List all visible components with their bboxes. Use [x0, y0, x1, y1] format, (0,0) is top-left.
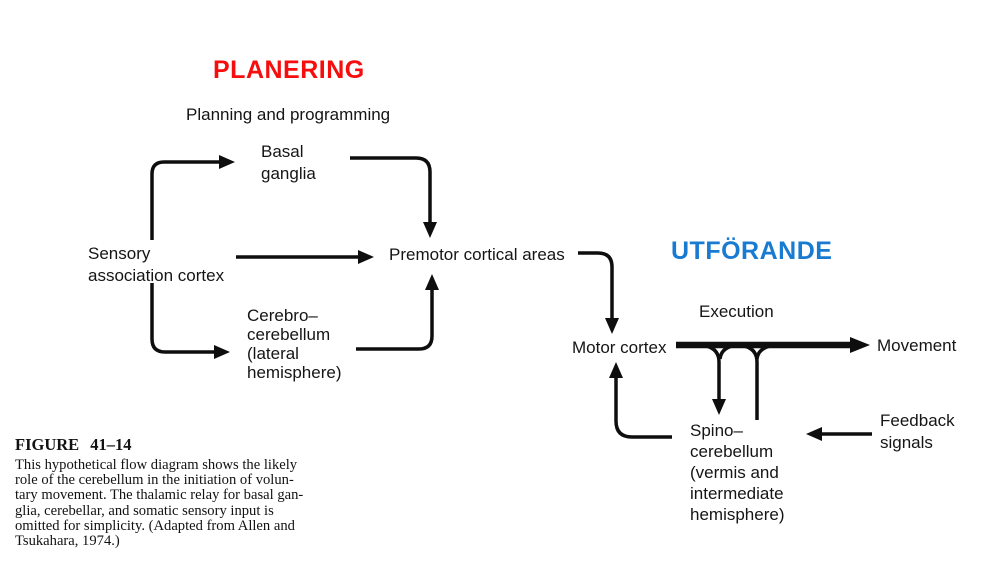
- node-spinocerebellum: Spino– cerebellum (vermis and intermedia…: [690, 421, 785, 524]
- execution-phase-heading: UTFÖRANDE: [671, 237, 833, 265]
- figure-caption: FIGURE 41–14 This hypothetical flow diag…: [15, 435, 375, 549]
- arrow-motor-output-to-spinocerebellum: [705, 344, 726, 415]
- figure-caption-body: This hypothetical flow diagram shows the…: [15, 457, 304, 550]
- arrow-sensory-to-cerebrocerebellum: [150, 283, 230, 359]
- node-basal-ganglia: Basal ganglia: [261, 142, 316, 183]
- planning-phase-heading: PLANERING: [213, 56, 365, 84]
- funnel-flare-right-branch: [755, 344, 771, 360]
- arrow-premotor-to-motor-cortex: [578, 251, 619, 334]
- funnel-flare-left-branch: [718, 344, 733, 360]
- arrow-sensory-to-basal-ganglia: [150, 155, 235, 240]
- execution-label: Execution: [699, 302, 774, 321]
- arrow-spinocerebellum-to-motor-cortex: [609, 362, 672, 439]
- figure-caption-title: FIGURE 41–14: [15, 435, 132, 454]
- node-motor-cortex: Motor cortex: [572, 338, 667, 357]
- node-feedback-signals: Feedback signals: [880, 411, 955, 452]
- node-cerebrocerebellum: Cerebro– cerebellum (lateral hemisphere): [247, 306, 342, 382]
- arrow-basal-ganglia-to-premotor: [350, 156, 437, 238]
- node-sensory-association-cortex: Sensory association cortex: [88, 244, 225, 285]
- arrow-cerebrocerebellum-to-premotor: [356, 274, 439, 351]
- node-premotor-cortical-areas: Premotor cortical areas: [389, 245, 565, 264]
- node-movement: Movement: [877, 336, 957, 355]
- line-spinal-branch: [743, 344, 759, 420]
- planning-and-programming-label: Planning and programming: [186, 105, 391, 124]
